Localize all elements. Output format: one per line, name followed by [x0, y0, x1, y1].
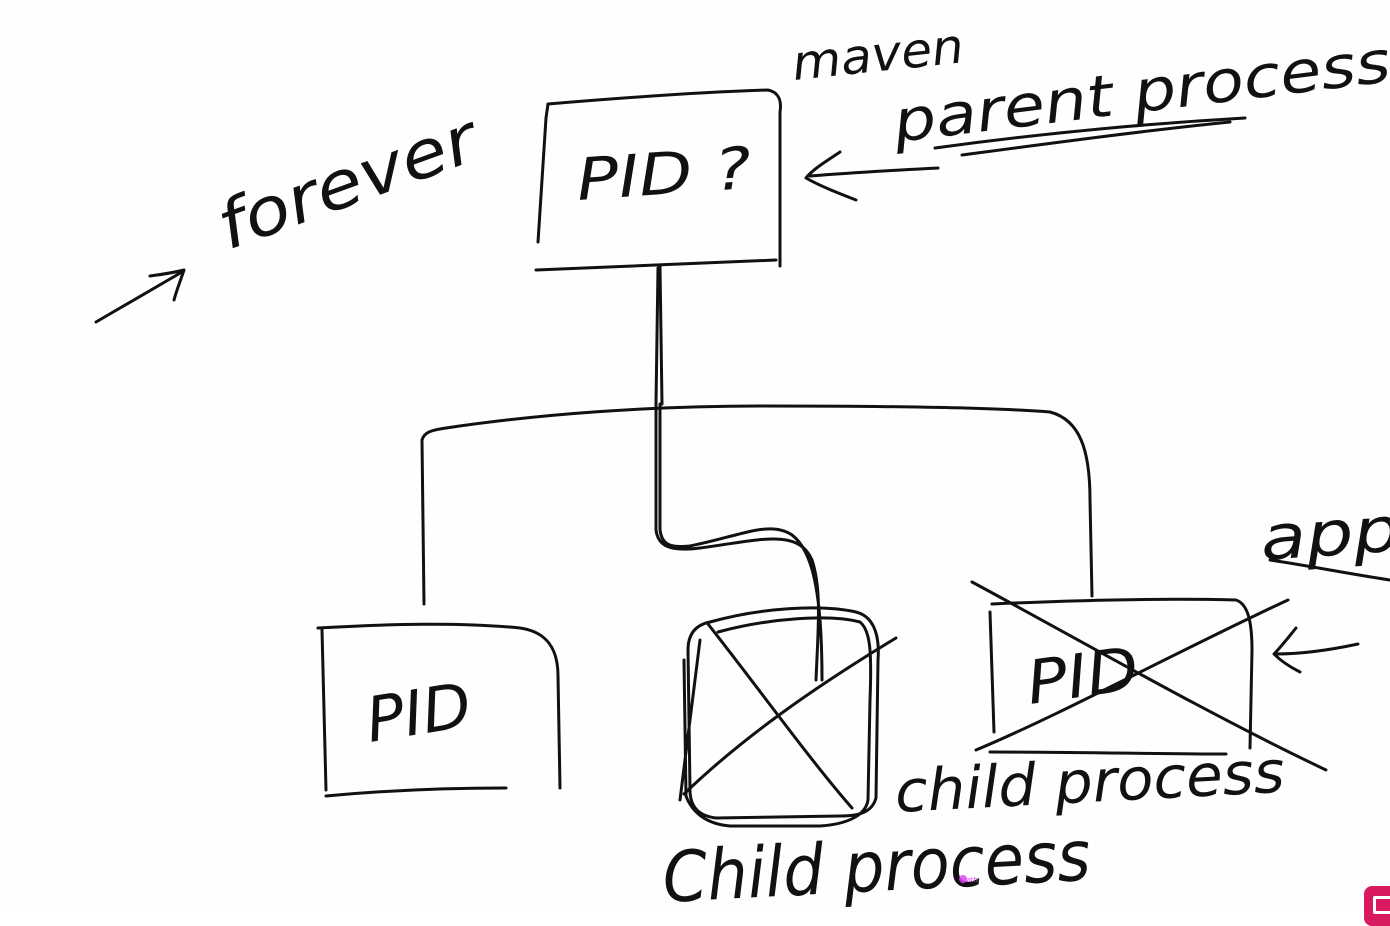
branch-line	[420, 404, 1094, 606]
laser-pointer-label: path	[962, 876, 978, 884]
app-badge-icon[interactable]	[1364, 886, 1390, 926]
middle-box-cross	[682, 622, 898, 810]
app-strike	[1268, 558, 1390, 582]
badge-glyph-icon	[1373, 896, 1390, 914]
parent-pid-label: PID ?	[574, 134, 753, 214]
maven-label: maven	[789, 18, 966, 92]
right-arrow	[1272, 626, 1360, 674]
child-process-right-label: child process	[893, 738, 1286, 826]
middle-crossed-box	[678, 606, 880, 828]
laser-pointer	[959, 875, 967, 883]
parent-process-underline	[933, 116, 1247, 157]
child-process-bottom-label: Child process	[661, 815, 1093, 912]
forever-label: forever	[207, 99, 491, 265]
parent-arrow	[804, 150, 940, 202]
forever-arrow	[94, 268, 186, 324]
left-pid-box	[316, 622, 562, 798]
parent-pid-box	[534, 88, 782, 272]
left-pid-label: PID	[361, 668, 476, 757]
parent-stem	[654, 264, 824, 682]
parent-process-label: parent process	[888, 27, 1390, 156]
right-pid-box	[988, 597, 1254, 756]
right-box-cross	[970, 580, 1328, 772]
right-pid-label: PID	[1022, 634, 1143, 719]
